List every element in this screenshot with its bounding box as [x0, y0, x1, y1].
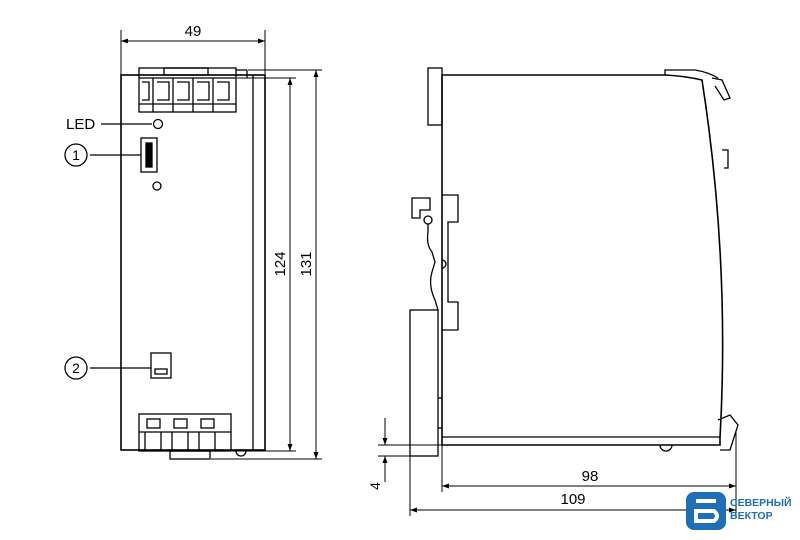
callout-2-circle	[64, 356, 88, 380]
top-terminal-block	[138, 67, 248, 113]
dimension-98	[441, 430, 737, 516]
dimension-49	[120, 30, 266, 75]
callout-2-number: 2	[72, 360, 80, 376]
led-label: LED	[66, 116, 95, 133]
dim-4-label: 4	[367, 482, 383, 490]
led-indicator	[152, 118, 164, 130]
dimension-131	[211, 69, 322, 460]
bottom-terminal-block	[138, 413, 247, 460]
dim-109-label: 109	[560, 491, 585, 508]
din-rail-clamp	[411, 194, 459, 331]
back-plate-top	[427, 67, 443, 126]
side-housing	[441, 74, 724, 446]
dimension-124	[232, 77, 296, 452]
dim-49-label: 49	[185, 23, 202, 40]
logo-text-line1: СЕВЕРНЫЙ	[730, 496, 792, 509]
front-housing	[120, 74, 266, 451]
company-logo: СЕВЕРНЫЙ ВЕКТОР	[686, 492, 792, 530]
callout-1-number: 1	[72, 147, 80, 163]
top-clip	[711, 77, 731, 101]
dimension-109	[409, 456, 736, 516]
back-plate-bottom	[409, 309, 439, 457]
dim-124-label: 124	[272, 251, 289, 276]
dim-98-label: 98	[582, 468, 599, 485]
front-view	[90, 30, 322, 460]
dimension-4	[378, 418, 442, 482]
service-connector	[150, 352, 172, 379]
bottom-clip	[717, 414, 739, 451]
callout-1-circle	[64, 143, 88, 167]
logo-text-line2: ВЕКТОР	[730, 510, 773, 522]
potentiometer	[140, 137, 158, 173]
side-view	[378, 67, 739, 516]
mounting-hole	[152, 181, 162, 191]
dim-131-label: 131	[298, 251, 315, 276]
